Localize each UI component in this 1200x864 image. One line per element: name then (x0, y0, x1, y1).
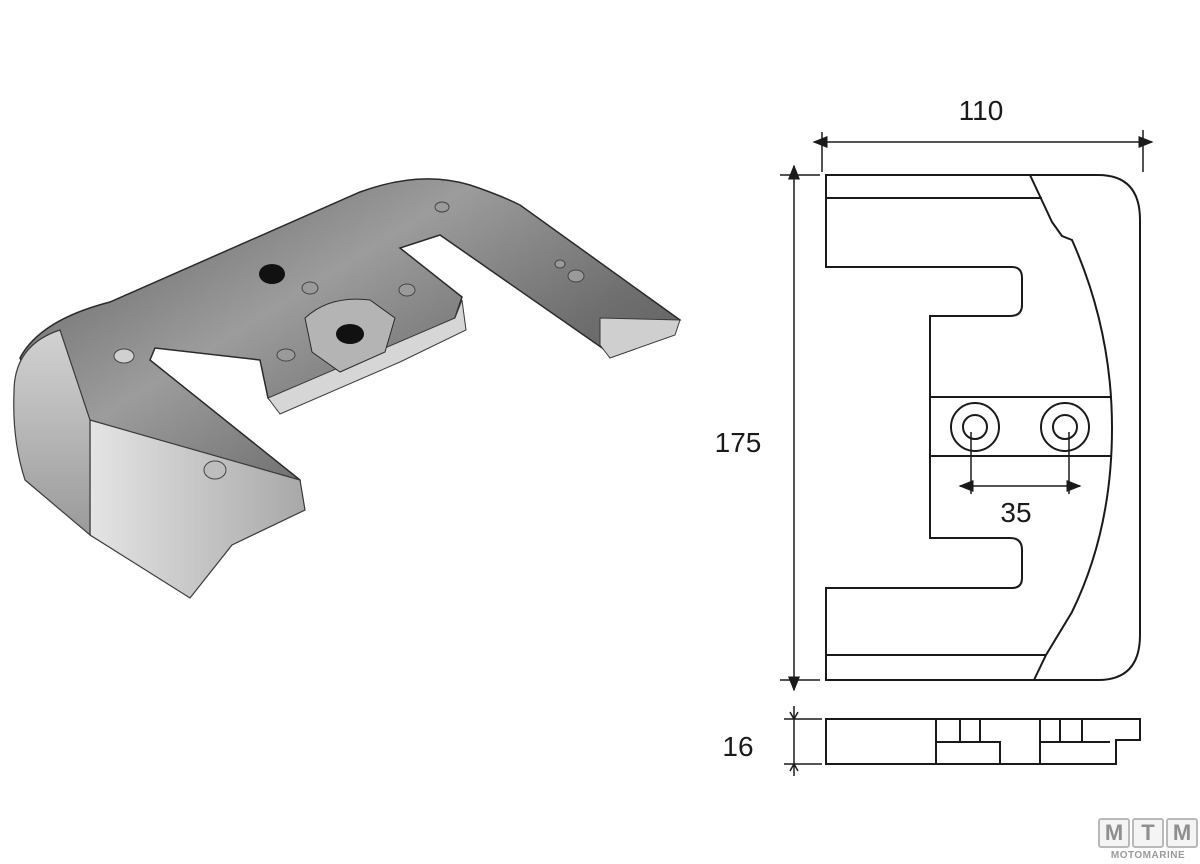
anode-small-hole (434, 201, 450, 213)
anode-right-leg-side (599, 317, 681, 359)
anode-small-hole (203, 460, 227, 480)
anode-photo (13, 178, 682, 599)
logo-letter: M (1166, 818, 1198, 848)
mount-hole-outer (1040, 402, 1090, 452)
anode-small-hole (554, 259, 566, 269)
side-slot-right (1039, 719, 1110, 764)
drawing-side-view (825, 718, 1141, 765)
curved-edge (1029, 174, 1114, 681)
mount-hole-inner (1052, 414, 1078, 440)
side-outline (825, 718, 1141, 765)
dimension-width-label: 110 (959, 95, 1004, 126)
anode-small-hole (113, 348, 135, 364)
dimension-thickness (784, 706, 822, 776)
drawing-top-view (825, 174, 1141, 681)
mount-hole-outer (950, 402, 1000, 452)
plate-outline (825, 174, 1141, 681)
logo-letter: T (1132, 818, 1164, 848)
dimension-thickness-label: 16 (722, 731, 753, 762)
anode-small-hole (301, 281, 319, 295)
anode-small-hole (276, 348, 296, 362)
anode-bolt-hole (259, 264, 285, 284)
anode-small-hole (567, 269, 585, 283)
dimension-width (812, 130, 1154, 172)
dimension-hole-spacing (958, 432, 1082, 494)
mount-hole-inner (962, 414, 988, 440)
side-slot-left (935, 719, 1001, 764)
anode-bolt-hole (336, 324, 364, 344)
logo-subtitle: MOTOMARINE (1110, 850, 1186, 861)
dimension-height-label: 175 (715, 427, 762, 458)
dimension-hole-spacing-label: 35 (1000, 497, 1031, 528)
logo-letter: M (1098, 818, 1130, 848)
anode-small-hole (398, 283, 416, 297)
mtm-logo: M T M MOTOMARINE (1098, 818, 1198, 862)
dimension-height (780, 164, 820, 692)
anode-left-side (13, 329, 91, 537)
